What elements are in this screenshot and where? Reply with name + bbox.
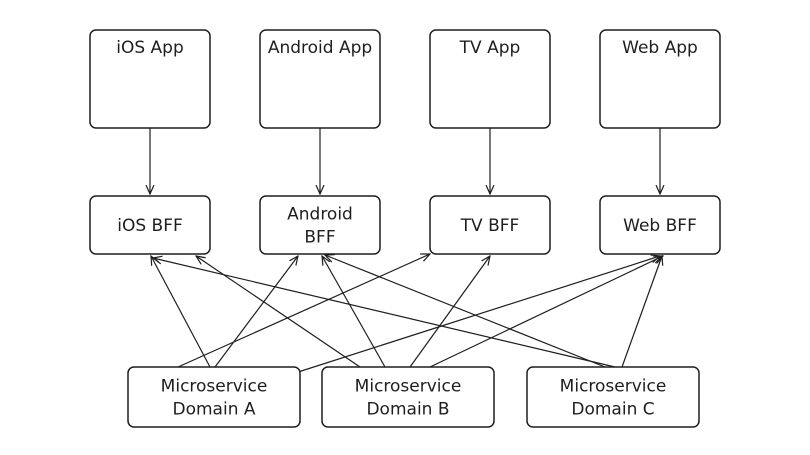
node-label-tv-bff-0: TV BFF [460, 216, 520, 236]
arrow-domain-b-to-ios-bff [196, 256, 361, 368]
arrow-domain-c-to-web-bff [621, 256, 662, 368]
node-label-android-bff-0: Android [287, 205, 353, 225]
node-box-domain-c [526, 366, 700, 428]
node-label-ios-app-0: iOS App [116, 38, 184, 58]
arrow-domain-c-to-android-bff [325, 255, 606, 368]
node-box-domain-b [321, 366, 495, 428]
node-label-domain-b-0: Microservice [355, 377, 462, 397]
node-box-domain-a [127, 366, 301, 428]
node-box-web-bff [599, 195, 721, 255]
node-ios-bff: iOS BFF [89, 195, 211, 255]
node-label-ios-bff-0: iOS BFF [117, 216, 183, 236]
node-tv-app: TV App [429, 29, 551, 129]
node-box-ios-app [89, 29, 211, 129]
arrow-domain-a-to-ios-bff [151, 256, 211, 368]
node-ios-app: iOS App [89, 29, 211, 129]
arrow-domain-c-to-ios-bff [153, 258, 616, 368]
node-label-android-bff-1: BFF [304, 228, 335, 248]
node-label-web-bff-0: Web BFF [623, 216, 697, 236]
node-label-domain-a-0: Microservice [161, 377, 268, 397]
arrow-domain-a-to-tv-bff [177, 254, 430, 368]
node-box-tv-app [429, 29, 551, 129]
arrow-domain-a-to-android-bff [214, 256, 298, 368]
nodes-layer: iOS App Android App TV App Web App iOS BFF An… [89, 29, 721, 428]
node-label-domain-c-1: Domain C [571, 400, 654, 420]
node-label-web-app-0: Web App [622, 38, 698, 58]
node-box-tv-bff [429, 195, 551, 255]
edges-layer [150, 128, 663, 374]
node-box-ios-bff [89, 195, 211, 255]
node-web-bff: Web BFF [599, 195, 721, 255]
node-label-tv-app-0: TV App [459, 38, 521, 58]
arrow-domain-b-to-android-bff [322, 256, 386, 368]
node-android-app: Android App [259, 29, 381, 129]
node-box-android-app [259, 29, 381, 129]
node-box-web-app [599, 29, 721, 129]
node-tv-bff: TV BFF [429, 195, 551, 255]
node-label-domain-a-1: Domain A [173, 400, 256, 420]
node-box-android-bff [259, 195, 381, 255]
node-label-domain-c-0: Microservice [560, 377, 667, 397]
node-label-android-app-0: Android App [268, 38, 372, 58]
arrow-domain-a-to-web-bff [294, 256, 660, 374]
arrow-domain-b-to-tv-bff [409, 256, 490, 368]
arrow-domain-b-to-web-bff [429, 256, 663, 368]
node-label-domain-b-1: Domain B [366, 400, 449, 420]
node-web-app: Web App [599, 29, 721, 129]
